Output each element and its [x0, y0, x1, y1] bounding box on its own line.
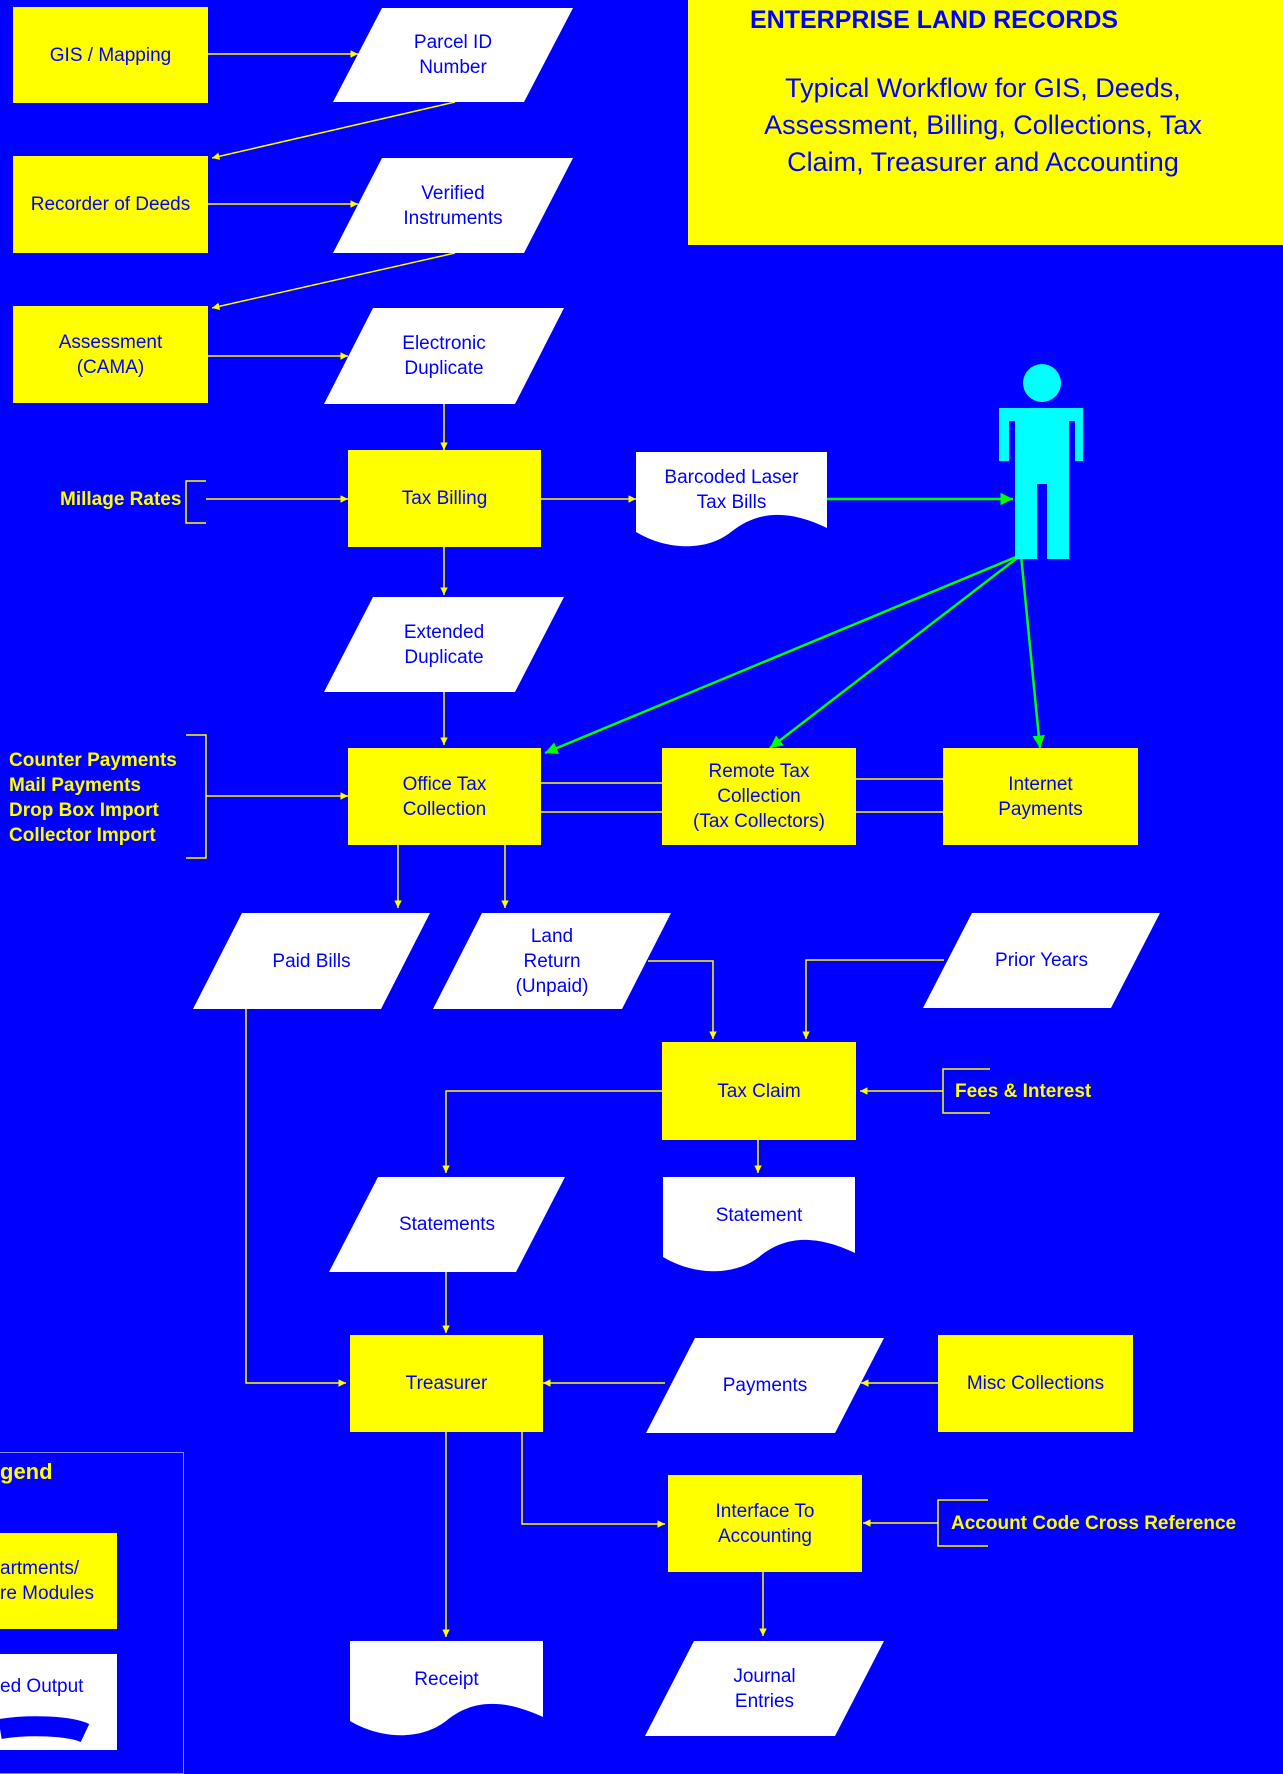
journal-entries-shape [645, 1641, 884, 1736]
account-code-note: Account Code Cross Reference [951, 1513, 1237, 1534]
assessment-label: Assessment (CAMA) [58, 331, 163, 378]
tax-bills-label: Barcoded Laser Tax Bills [664, 467, 799, 513]
electronic-duplicate-shape [324, 308, 564, 404]
data-land-return: Land Return (Unpaid) [433, 913, 671, 1009]
statements-shape [329, 1177, 565, 1272]
internet-payments-label: Internet Payments [998, 773, 1083, 820]
verified-instruments-shape [333, 158, 573, 253]
parcel-id-shape [333, 8, 573, 102]
flow-taxclaim-statements [442, 1090, 662, 1173]
data-prior-years: Prior Years [923, 913, 1160, 1008]
payments-shape [646, 1338, 884, 1433]
diagram-subtitle: Typical Workflow for GIS, Deeds, Assessm… [764, 73, 1202, 177]
payments-bracket [186, 734, 207, 859]
process-tax-claim: Tax Claim [662, 1042, 856, 1140]
misc-collections-label: Misc Collections [966, 1373, 1105, 1394]
flow-taxpayer-office [544, 553, 1022, 755]
data-electronic-duplicate: Electronic Duplicate [324, 308, 564, 404]
legend-departments-label: artments/ re Modules [0, 1558, 94, 1604]
statement-shape [663, 1177, 855, 1272]
extended-duplicate-shape [324, 597, 564, 692]
legend-printed-output-swatch: ed Output [0, 1654, 117, 1750]
interface-accounting-label: Interface To Accounting [715, 1500, 815, 1547]
tax-bills-shape [636, 452, 827, 547]
process-remote-tax-collection: Remote Tax Collection (Tax Collectors) [662, 748, 856, 845]
diagram-title: ENTERPRISE LAND RECORDS [750, 6, 1119, 34]
parcel-id-label: Parcel ID Number [413, 32, 493, 78]
paid-bills-label: Paid Bills [272, 950, 351, 972]
process-internet-payments: Internet Payments [943, 748, 1138, 845]
prior-years-shape [923, 913, 1160, 1008]
document-tax-bills: Barcoded Laser Tax Bills [636, 452, 827, 548]
flow-taxpayer-remote [769, 554, 1022, 749]
process-interface-accounting: Interface To Accounting [668, 1475, 862, 1572]
legend-title: gend [0, 1459, 53, 1484]
flow-landreturn-taxclaim [648, 960, 717, 1039]
title-box: ENTERPRISE LAND RECORDS Typical Workflow… [688, 0, 1283, 245]
millage-bracket [185, 480, 206, 524]
flow-paid-treasurer [245, 976, 346, 1387]
process-assessment: Assessment (CAMA) [13, 306, 208, 403]
legend-printed-output-label: ed Output [0, 1676, 84, 1697]
millage-rates-note: Millage Rates [60, 489, 182, 510]
flow-verified-assessment [211, 252, 456, 311]
document-statement: Statement [663, 1177, 855, 1273]
verified-instruments-label: Verified Instruments [403, 182, 503, 229]
data-parcel-id: Parcel ID Number [333, 8, 573, 102]
statements-label: Statements [398, 1214, 496, 1235]
person-icon [999, 364, 1083, 559]
extended-duplicate-label: Extended Duplicate [403, 621, 485, 668]
process-treasurer: Treasurer [350, 1335, 543, 1432]
recorder-label: Recorder of Deeds [30, 194, 191, 215]
remote-tax-label: Remote Tax Collection (Tax Collectors) [693, 761, 825, 832]
statement-label: Statement [715, 1204, 803, 1226]
flow-prior-taxclaim [802, 959, 944, 1039]
land-return-label: Land Return (Unpaid) [515, 925, 589, 997]
journal-entries-label: Journal Entries [733, 1665, 796, 1712]
process-tax-billing: Tax Billing [348, 450, 541, 547]
payment-sources-note: Counter Payments Mail Payments Drop Box … [9, 750, 177, 846]
paid-bills-shape [193, 913, 430, 1009]
land-return-shape [433, 913, 671, 1009]
flow-taxpayer-internet [1019, 554, 1045, 749]
data-payments: Payments [646, 1338, 884, 1433]
office-tax-label: Office Tax Collection [402, 773, 487, 820]
data-extended-duplicate: Extended Duplicate [324, 597, 564, 692]
receipt-shape [350, 1641, 543, 1736]
treasurer-label: Treasurer [405, 1373, 488, 1394]
flow-parcel-recorder [211, 101, 456, 160]
flow-treasurer-interface [521, 1432, 665, 1528]
data-verified-instruments: Verified Instruments [333, 158, 573, 253]
prior-years-label: Prior Years [995, 950, 1088, 971]
gis-mapping-label: GIS / Mapping [49, 44, 172, 66]
data-paid-bills: Paid Bills [193, 913, 430, 1009]
data-statements: Statements [329, 1177, 565, 1272]
process-recorder-of-deeds: Recorder of Deeds [13, 156, 208, 253]
fees-interest-note: Fees & Interest [955, 1081, 1092, 1102]
document-receipt: Receipt [350, 1641, 543, 1737]
payments-label: Payments [722, 1375, 808, 1396]
legend-printed-output-shape [0, 1654, 117, 1750]
tax-billing-label: Tax Billing [401, 488, 488, 509]
connector-lines [185, 50, 1045, 1637]
taxpayer-figure [995, 364, 1087, 559]
process-office-tax-collection: Office Tax Collection [348, 748, 541, 845]
process-gis-mapping: GIS / Mapping [13, 7, 208, 103]
data-journal-entries: Journal Entries [645, 1641, 884, 1736]
tax-claim-label: Tax Claim [717, 1080, 801, 1102]
receipt-label: Receipt [414, 1668, 479, 1690]
electronic-duplicate-label: Electronic Duplicate [402, 333, 486, 379]
legend-departments-swatch: artments/ re Modules [0, 1533, 117, 1629]
process-misc-collections: Misc Collections [938, 1335, 1133, 1432]
